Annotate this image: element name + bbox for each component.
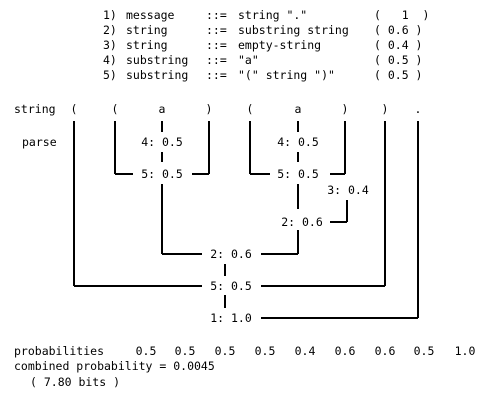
rule-rhs: "a" <box>238 53 259 67</box>
node-rule-4-second-a: 4: 0.5 <box>277 135 319 149</box>
rule-rhs: substring string <box>238 23 349 37</box>
token-close-paren: ) <box>342 102 349 116</box>
probability-value: 0.6 <box>335 344 356 358</box>
tree-nodes: 4: 0.5 5: 0.5 4: 0.5 5: 0.5 3: 0.4 2: 0.… <box>141 135 369 325</box>
token-open-paren: ( <box>112 102 119 116</box>
rule-lhs: string <box>126 23 168 37</box>
token-close-paren: ) <box>206 102 213 116</box>
grammar-rule-5: 5) substring ::= "(" string ")" ( 0.5 ) <box>103 68 422 82</box>
node-rule-2-inner-string: 2: 0.6 <box>281 215 323 229</box>
node-rule-2-outer-string: 2: 0.6 <box>210 247 252 261</box>
probability-value: 1.0 <box>455 344 476 358</box>
probability-values: 0.5 0.5 0.5 0.5 0.4 0.6 0.6 0.5 1.0 <box>136 344 476 358</box>
rule-probability: ( 0.5 ) <box>374 53 422 67</box>
parse-label: parse <box>22 135 57 149</box>
rule-number: 3) <box>103 38 117 52</box>
token-open-paren: ( <box>71 102 78 116</box>
token-open-paren: ( <box>247 102 254 116</box>
token-close-paren: ) <box>382 102 389 116</box>
rule-number: 4) <box>103 53 117 67</box>
node-rule-1-root: 1: 1.0 <box>210 311 252 325</box>
rule-number: 2) <box>103 23 117 37</box>
rule-lhs: string <box>126 38 168 52</box>
token-period: . <box>415 102 422 116</box>
rule-number: 5) <box>103 68 117 82</box>
grammar-rules: 1) message ::= string "." ( 1 ) 2) strin… <box>103 8 429 82</box>
rule-probability: ( 0.6 ) <box>374 23 422 37</box>
rule-probability: ( 0.4 ) <box>374 38 422 52</box>
rule-operator: ::= <box>206 8 227 22</box>
information-bits: ( 7.80 bits ) <box>30 375 120 389</box>
rule-rhs: empty-string <box>238 38 321 52</box>
rule-lhs: message <box>126 8 175 22</box>
input-string-label: string <box>14 102 56 116</box>
rule-lhs: substring <box>126 53 188 67</box>
node-rule-5-first-substring: 5: 0.5 <box>141 167 183 181</box>
node-rule-5-outer-substring: 5: 0.5 <box>210 279 252 293</box>
rule-operator: ::= <box>206 53 227 67</box>
probability-value: 0.5 <box>136 344 157 358</box>
grammar-rule-1: 1) message ::= string "." ( 1 ) <box>103 8 429 22</box>
combined-probability: combined probability = 0.0045 <box>14 359 215 373</box>
tree-connectors <box>73 121 419 319</box>
probability-value: 0.5 <box>175 344 196 358</box>
rule-rhs: "(" string ")" <box>238 68 335 82</box>
rule-lhs: substring <box>126 68 188 82</box>
probability-value: 0.5 <box>215 344 236 358</box>
node-rule-4-first-a: 4: 0.5 <box>141 135 183 149</box>
grammar-rule-3: 3) string ::= empty-string ( 0.4 ) <box>103 38 422 52</box>
grammar-rule-2: 2) string ::= substring string ( 0.6 ) <box>103 23 422 37</box>
token-a: a <box>295 102 302 116</box>
probability-value: 0.5 <box>414 344 435 358</box>
rule-operator: ::= <box>206 68 227 82</box>
rule-rhs: string "." <box>238 8 307 22</box>
token-a: a <box>159 102 166 116</box>
rule-operator: ::= <box>206 23 227 37</box>
node-rule-5-second-substring: 5: 0.5 <box>277 167 319 181</box>
rule-probability: ( 1 ) <box>374 8 429 22</box>
probabilities-label: probabilities <box>14 344 104 358</box>
rule-operator: ::= <box>206 38 227 52</box>
node-rule-3-empty-string: 3: 0.4 <box>327 183 369 197</box>
rule-number: 1) <box>103 8 117 22</box>
input-tokens: ( ( a ) ( a ) ) . <box>71 102 422 116</box>
probability-value: 0.6 <box>375 344 396 358</box>
grammar-rule-4: 4) substring ::= "a" ( 0.5 ) <box>103 53 422 67</box>
rule-probability: ( 0.5 ) <box>374 68 422 82</box>
probability-value: 0.4 <box>295 344 316 358</box>
probability-value: 0.5 <box>255 344 276 358</box>
